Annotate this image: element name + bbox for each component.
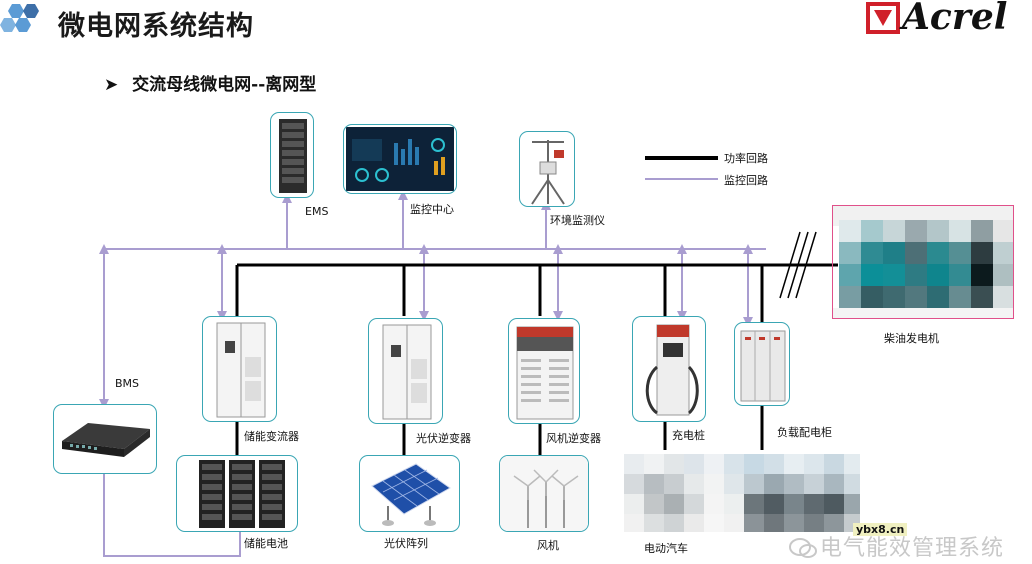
env-monitor-label: 环境监测仪: [550, 214, 605, 227]
pv-inverter-box: [368, 318, 443, 424]
pv-inverter-label: 光伏逆变器: [416, 432, 471, 445]
wechat-icon: [789, 538, 817, 558]
storage-battery-box: [176, 455, 298, 532]
watermark-text: 电气能效管理系统: [820, 536, 1005, 561]
wind-turbine-box: [499, 455, 589, 532]
pv-array-box: [359, 455, 460, 532]
wind-inverter-box: [508, 318, 580, 424]
pv-array-label: 光伏阵列: [384, 537, 428, 550]
bms-device-icon: [62, 423, 150, 457]
diagram-subtitle: ➤ 交流母线微电网--离网型: [104, 70, 316, 95]
subtitle-bullet-icon: ➤: [104, 75, 119, 95]
acrel-logo-icon: [866, 2, 900, 34]
hexagon-logo-icon: [0, 4, 39, 32]
dashboard-screen-icon: [346, 127, 454, 191]
wind-turbine-label: 风机: [537, 539, 559, 552]
ems-box: [270, 112, 314, 198]
legend-monitor-label: 监控回路: [724, 174, 768, 187]
watermark-site: ybx8.cn: [853, 523, 908, 536]
power-bus: [235, 263, 838, 455]
wind-inverter-label: 风机逆变器: [546, 432, 601, 445]
storage-converter-box: [202, 316, 277, 422]
monitor-center-box: [343, 124, 457, 194]
brand-logo-text: Acrel: [902, 0, 1008, 38]
monitor-center-label: 监控中心: [410, 203, 454, 216]
storage-battery-label: 储能电池: [244, 537, 288, 550]
line-break-marks: [779, 231, 817, 299]
storage-converter-label: 储能变流器: [244, 430, 299, 443]
distribution-cabinet-icon: [740, 330, 786, 402]
wind-turbine-icon: [500, 456, 588, 531]
inverter-cabinet-icon: [382, 324, 432, 420]
monitor-bus: [99, 190, 766, 557]
legend-power-label: 功率回路: [724, 152, 768, 165]
subtitle-text: 交流母线微电网--离网型: [132, 75, 317, 95]
env-monitor-box: [519, 131, 575, 207]
bms-box: [53, 404, 157, 474]
wind-inverter-cabinet-icon: [516, 326, 574, 420]
solar-panel-icon: [371, 463, 451, 526]
server-rack-icon: [279, 119, 307, 193]
diesel-generator-icon: [833, 206, 1013, 318]
diesel-generator-box: [832, 205, 1014, 319]
bms-label: BMS: [115, 377, 140, 390]
page-title: 微电网系统结构: [58, 11, 254, 42]
electric-car-icon: [620, 450, 860, 532]
diesel-generator-label: 柴油发电机: [884, 332, 939, 345]
ems-label: EMS: [305, 205, 329, 218]
load-cabinet-box: [734, 322, 790, 406]
weather-station-icon: [531, 140, 565, 205]
battery-rack-icon: [199, 460, 285, 528]
ev-charger-icon: [645, 324, 699, 416]
converter-cabinet-icon: [216, 322, 266, 418]
load-cabinet-label: 负载配电柜: [777, 426, 832, 439]
charger-label: 充电桩: [672, 429, 705, 442]
ev-label: 电动汽车: [644, 542, 688, 555]
ev-image: [620, 450, 860, 532]
charger-box: [632, 316, 706, 422]
